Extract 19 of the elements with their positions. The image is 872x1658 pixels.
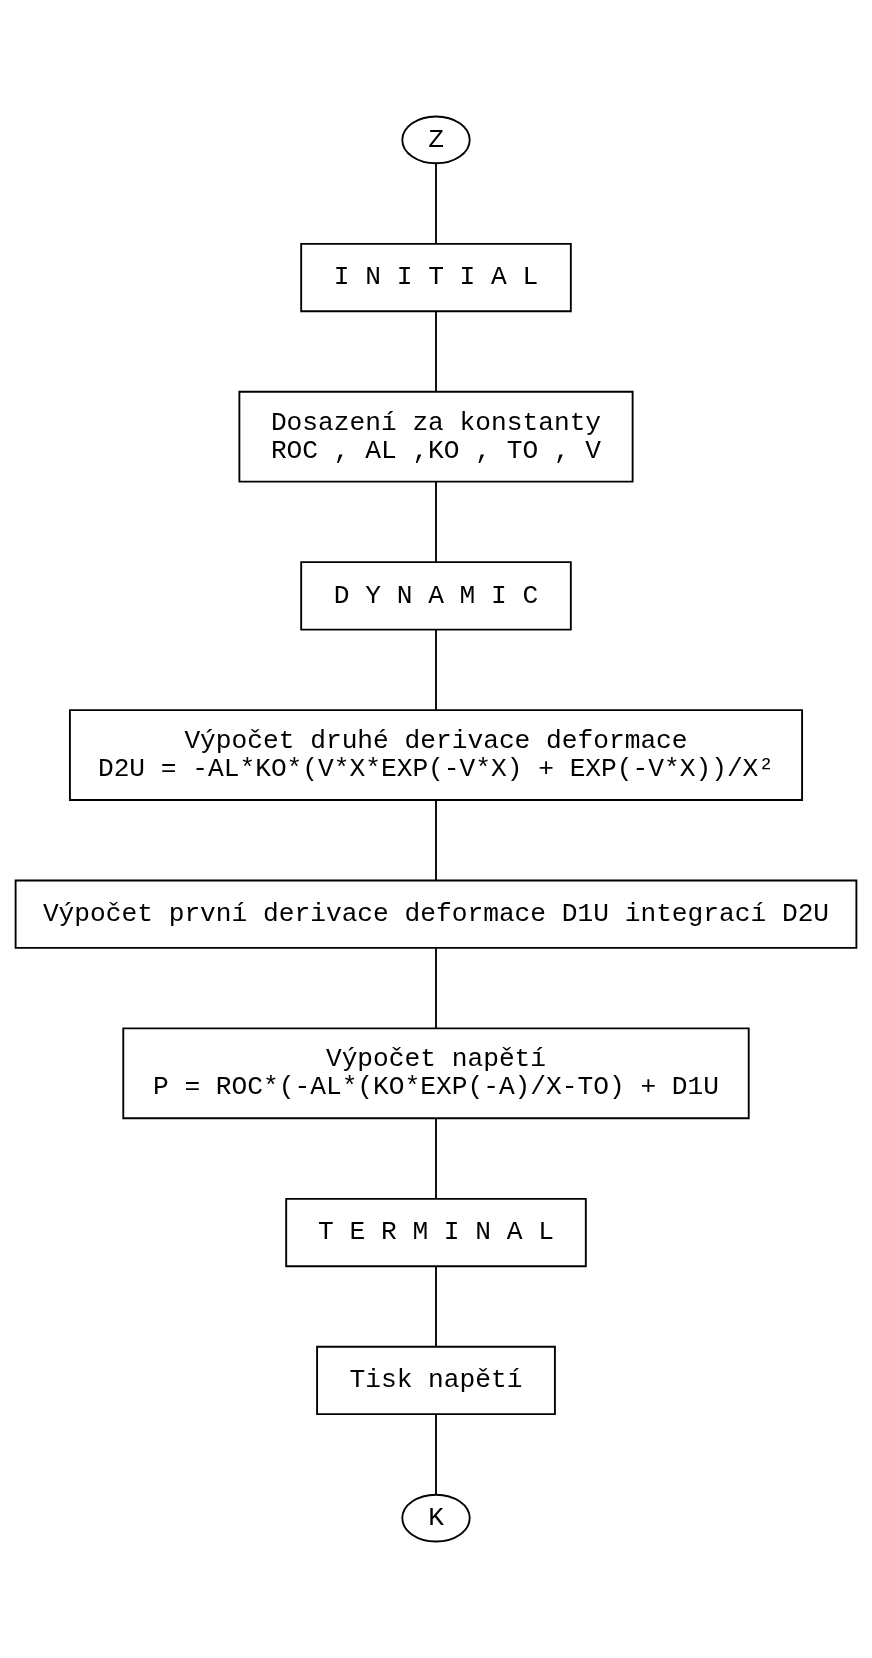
connector: [435, 947, 437, 1030]
connector: [435, 799, 437, 882]
connector: [435, 629, 437, 711]
connector: [435, 1265, 437, 1348]
connector: [435, 310, 437, 393]
node-box: Výpočet napětí P = ROC*(-AL*(KO*EXP(-A)/X-TO) + D1U: [122, 1027, 750, 1120]
node-box: Výpočet první derivace deformace D1U integrací D2U: [14, 879, 858, 949]
node-box: Výpočet druhé derivace deformace D2U = -AL*KO*(V*X*EXP(-V*X) + EXP(-V*X))/X²: [68, 709, 804, 801]
connector: [435, 480, 437, 563]
connector: [435, 1413, 437, 1496]
connector: [435, 162, 437, 245]
node-ellipse: Z: [401, 115, 471, 165]
node-box: I N I T I A L: [300, 242, 572, 313]
node-box: T E R M I N A L: [285, 1197, 587, 1268]
node-box: D Y N A M I C: [300, 561, 572, 631]
node-box: Tisk napětí: [316, 1345, 556, 1416]
node-box: Dosazení za konstanty ROC , AL ,KO , TO , V: [238, 390, 634, 483]
connector: [435, 1117, 437, 1200]
node-ellipse: K: [401, 1493, 471, 1543]
